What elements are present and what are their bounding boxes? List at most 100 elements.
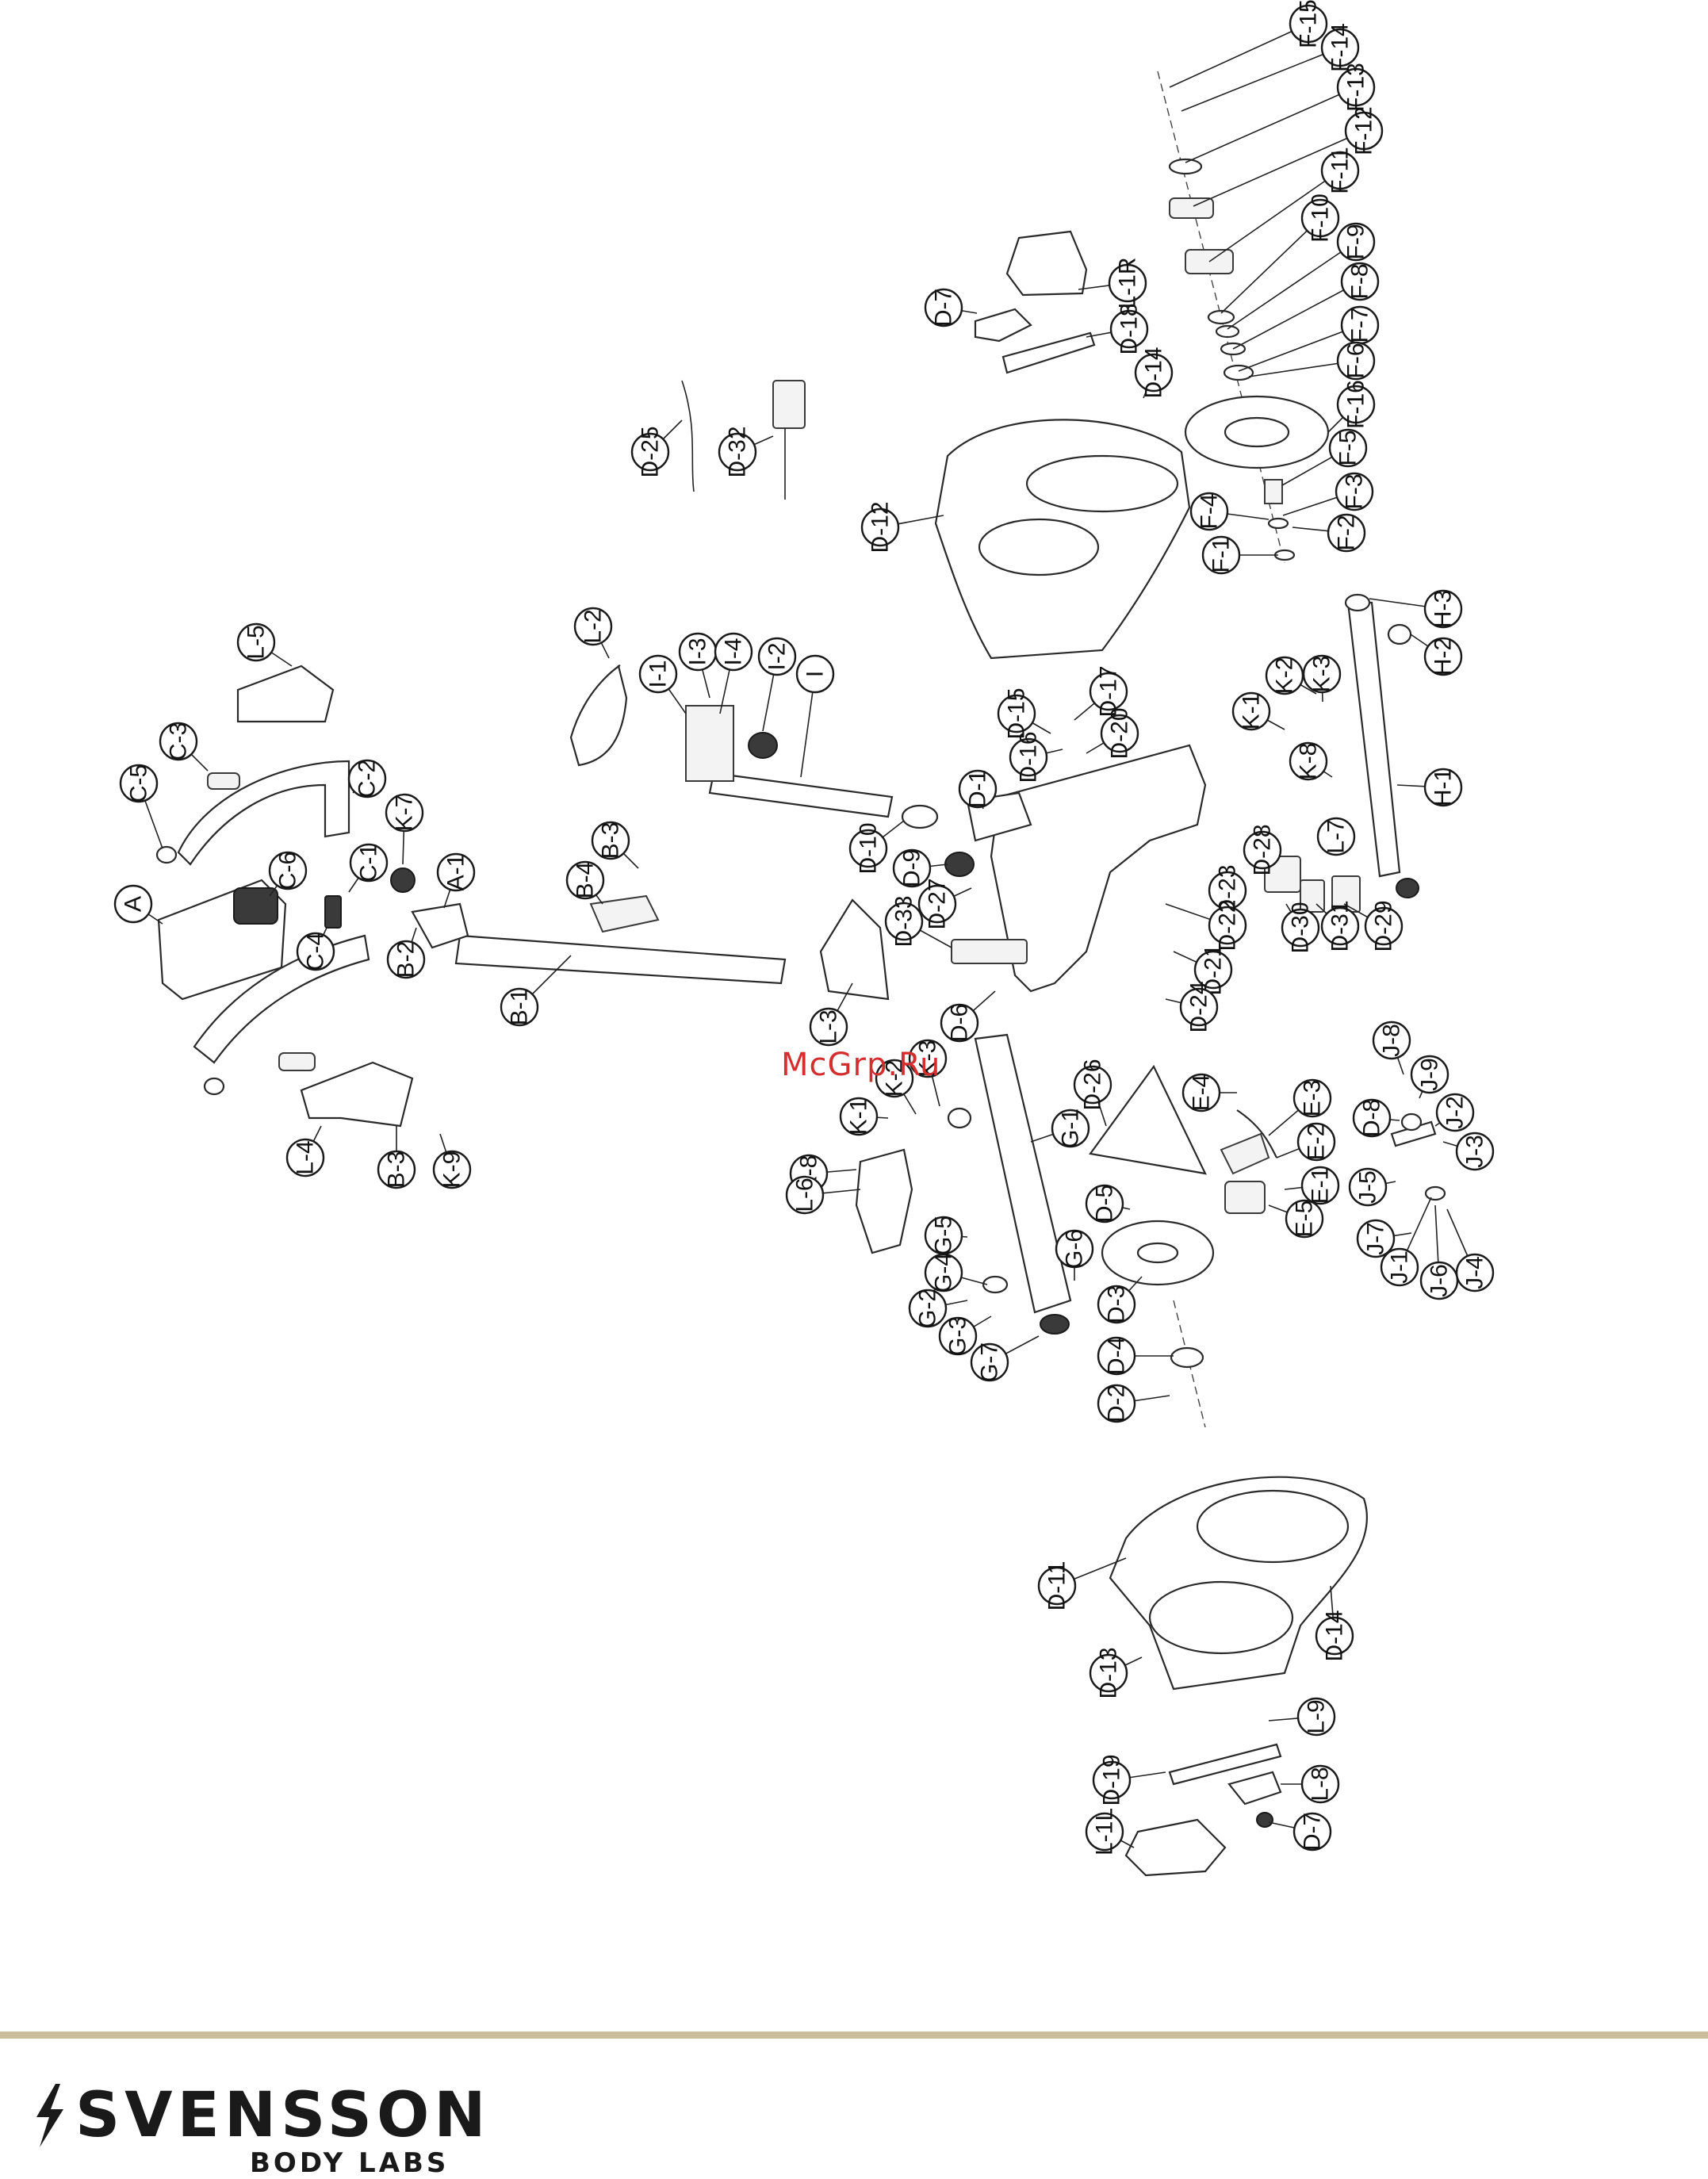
callout-f-12: F-12: [1344, 106, 1384, 155]
callout-circle: [1300, 1166, 1340, 1205]
callout-circle: [1455, 1132, 1495, 1171]
callout-d-3: D-3: [1097, 1285, 1136, 1324]
callout-label: B-3: [384, 1151, 410, 1189]
callout-circle: [1320, 906, 1360, 946]
part-f3-nut: [1267, 517, 1289, 530]
callout-l-7: L-7: [1316, 817, 1356, 856]
callout-circle: [1037, 1566, 1077, 1606]
part-l2-seat: [569, 664, 628, 767]
callout-label: J-8: [1379, 1024, 1405, 1057]
callout-circle: [573, 607, 613, 646]
callout-circle: [432, 1150, 472, 1189]
callout-circle: [1097, 1285, 1136, 1324]
callout-label: B-1: [507, 989, 533, 1026]
part-d19-crank-arm: [1168, 1743, 1282, 1786]
callout-circle: [718, 432, 757, 472]
callout-circle: [1336, 385, 1376, 424]
callout-k-1: K-1: [839, 1097, 879, 1136]
callout-d-16: D-16: [1009, 731, 1048, 783]
callout-label: J-6: [1427, 1264, 1453, 1297]
callout-l-6: L-6: [785, 1175, 825, 1215]
part-k-knob: [947, 1107, 972, 1129]
callout-d-1: D-1: [958, 769, 998, 809]
callout-circle: [757, 637, 797, 676]
callout-label: D-12: [867, 501, 894, 553]
callout-circle: [1348, 1167, 1388, 1207]
part-d12-cover-disc: [978, 518, 1100, 576]
callout-d-4: D-4: [1097, 1336, 1136, 1376]
callout-circle: [1327, 513, 1366, 553]
callout-label: D-24: [1186, 981, 1212, 1032]
callout-circle: [1423, 589, 1463, 629]
callout-label: F-7: [1347, 308, 1373, 343]
part-e5-motor: [1224, 1181, 1266, 1214]
callout-label: D-2: [1104, 1384, 1130, 1423]
callout-circle: [1292, 1078, 1332, 1118]
leader-line: [1185, 86, 1357, 163]
callout-label: L-2: [580, 609, 607, 643]
callout-circle: [1109, 309, 1149, 349]
callout-b-3: B-3: [591, 821, 630, 860]
callout-circle: [285, 1138, 325, 1178]
callout-circle: [349, 843, 389, 883]
callout-label: D-18: [1116, 303, 1143, 354]
part-f9-washer: [1207, 309, 1235, 325]
part-f6-washer: [1223, 364, 1254, 381]
part-i-seat-post: [708, 772, 894, 818]
callout-g-4: G-4: [924, 1253, 963, 1292]
callout-f-16: F-16: [1336, 380, 1376, 429]
leader-line: [1208, 170, 1341, 262]
callout-label: F-15: [1296, 0, 1322, 48]
callout-c-1: C-1: [349, 843, 389, 883]
callout-label: G-6: [1062, 1229, 1088, 1269]
callout-j-8: J-8: [1372, 1021, 1411, 1060]
callout-label: G-7: [977, 1342, 1003, 1382]
callout-label: F-12: [1351, 106, 1377, 155]
callout-f-11: F-11: [1320, 147, 1360, 194]
callout-label: F-10: [1308, 193, 1334, 243]
callout-circle: [113, 884, 153, 924]
callout-circle: [1410, 1055, 1450, 1094]
callout-label: G-2: [915, 1289, 941, 1328]
callout-label: D-31: [1327, 900, 1354, 952]
callout-label: F-6: [1343, 343, 1369, 379]
callout-circle: [1051, 1109, 1090, 1148]
callout-circle: [1336, 222, 1376, 262]
part-i1-slider: [685, 705, 734, 782]
callout-label: D-1: [965, 770, 991, 808]
part-d9-knob: [944, 852, 975, 877]
callout-circle: [938, 1316, 978, 1356]
brand-name: SVENSSON: [75, 2080, 491, 2151]
callout-label: F-9: [1343, 224, 1369, 260]
callout-a: A: [113, 884, 153, 924]
callout-circle: [1134, 353, 1174, 393]
callout-i-1: I-1: [638, 654, 678, 694]
part-h2-foot: [1387, 623, 1412, 645]
callout-circle: [1097, 1336, 1136, 1376]
callout-d-33: D-33: [884, 895, 924, 948]
callout-circle: [1344, 111, 1384, 151]
part-g1-seat-tube: [974, 1033, 1072, 1314]
callout-d-9: D-9: [892, 848, 932, 888]
callout-label: D-32: [725, 426, 751, 477]
callout-label: F-16: [1343, 380, 1369, 429]
callout-circle: [1380, 1247, 1419, 1287]
callout-label: I-3: [685, 638, 711, 665]
callout-d-2: D-2: [1097, 1384, 1136, 1423]
callout-circle: [1208, 906, 1247, 945]
callout-circle: [1289, 4, 1328, 44]
callout-label: F-2: [1334, 515, 1360, 551]
callout-circle: [1243, 830, 1282, 870]
footer-accent-rule: [0, 2032, 1708, 2039]
callout-e-2: E-2: [1296, 1122, 1336, 1162]
callout-label: I-2: [764, 642, 791, 670]
callout-d-17: D-17: [1089, 665, 1128, 718]
callout-label: K-1: [846, 1098, 872, 1135]
callout-circle: [591, 821, 630, 860]
callout-label: D-6: [947, 1004, 973, 1042]
callout-j-5: J-5: [1348, 1167, 1388, 1207]
part-f8-washer: [1215, 324, 1240, 339]
callout-circle: [1089, 1653, 1128, 1693]
callout-circle: [1320, 151, 1360, 190]
